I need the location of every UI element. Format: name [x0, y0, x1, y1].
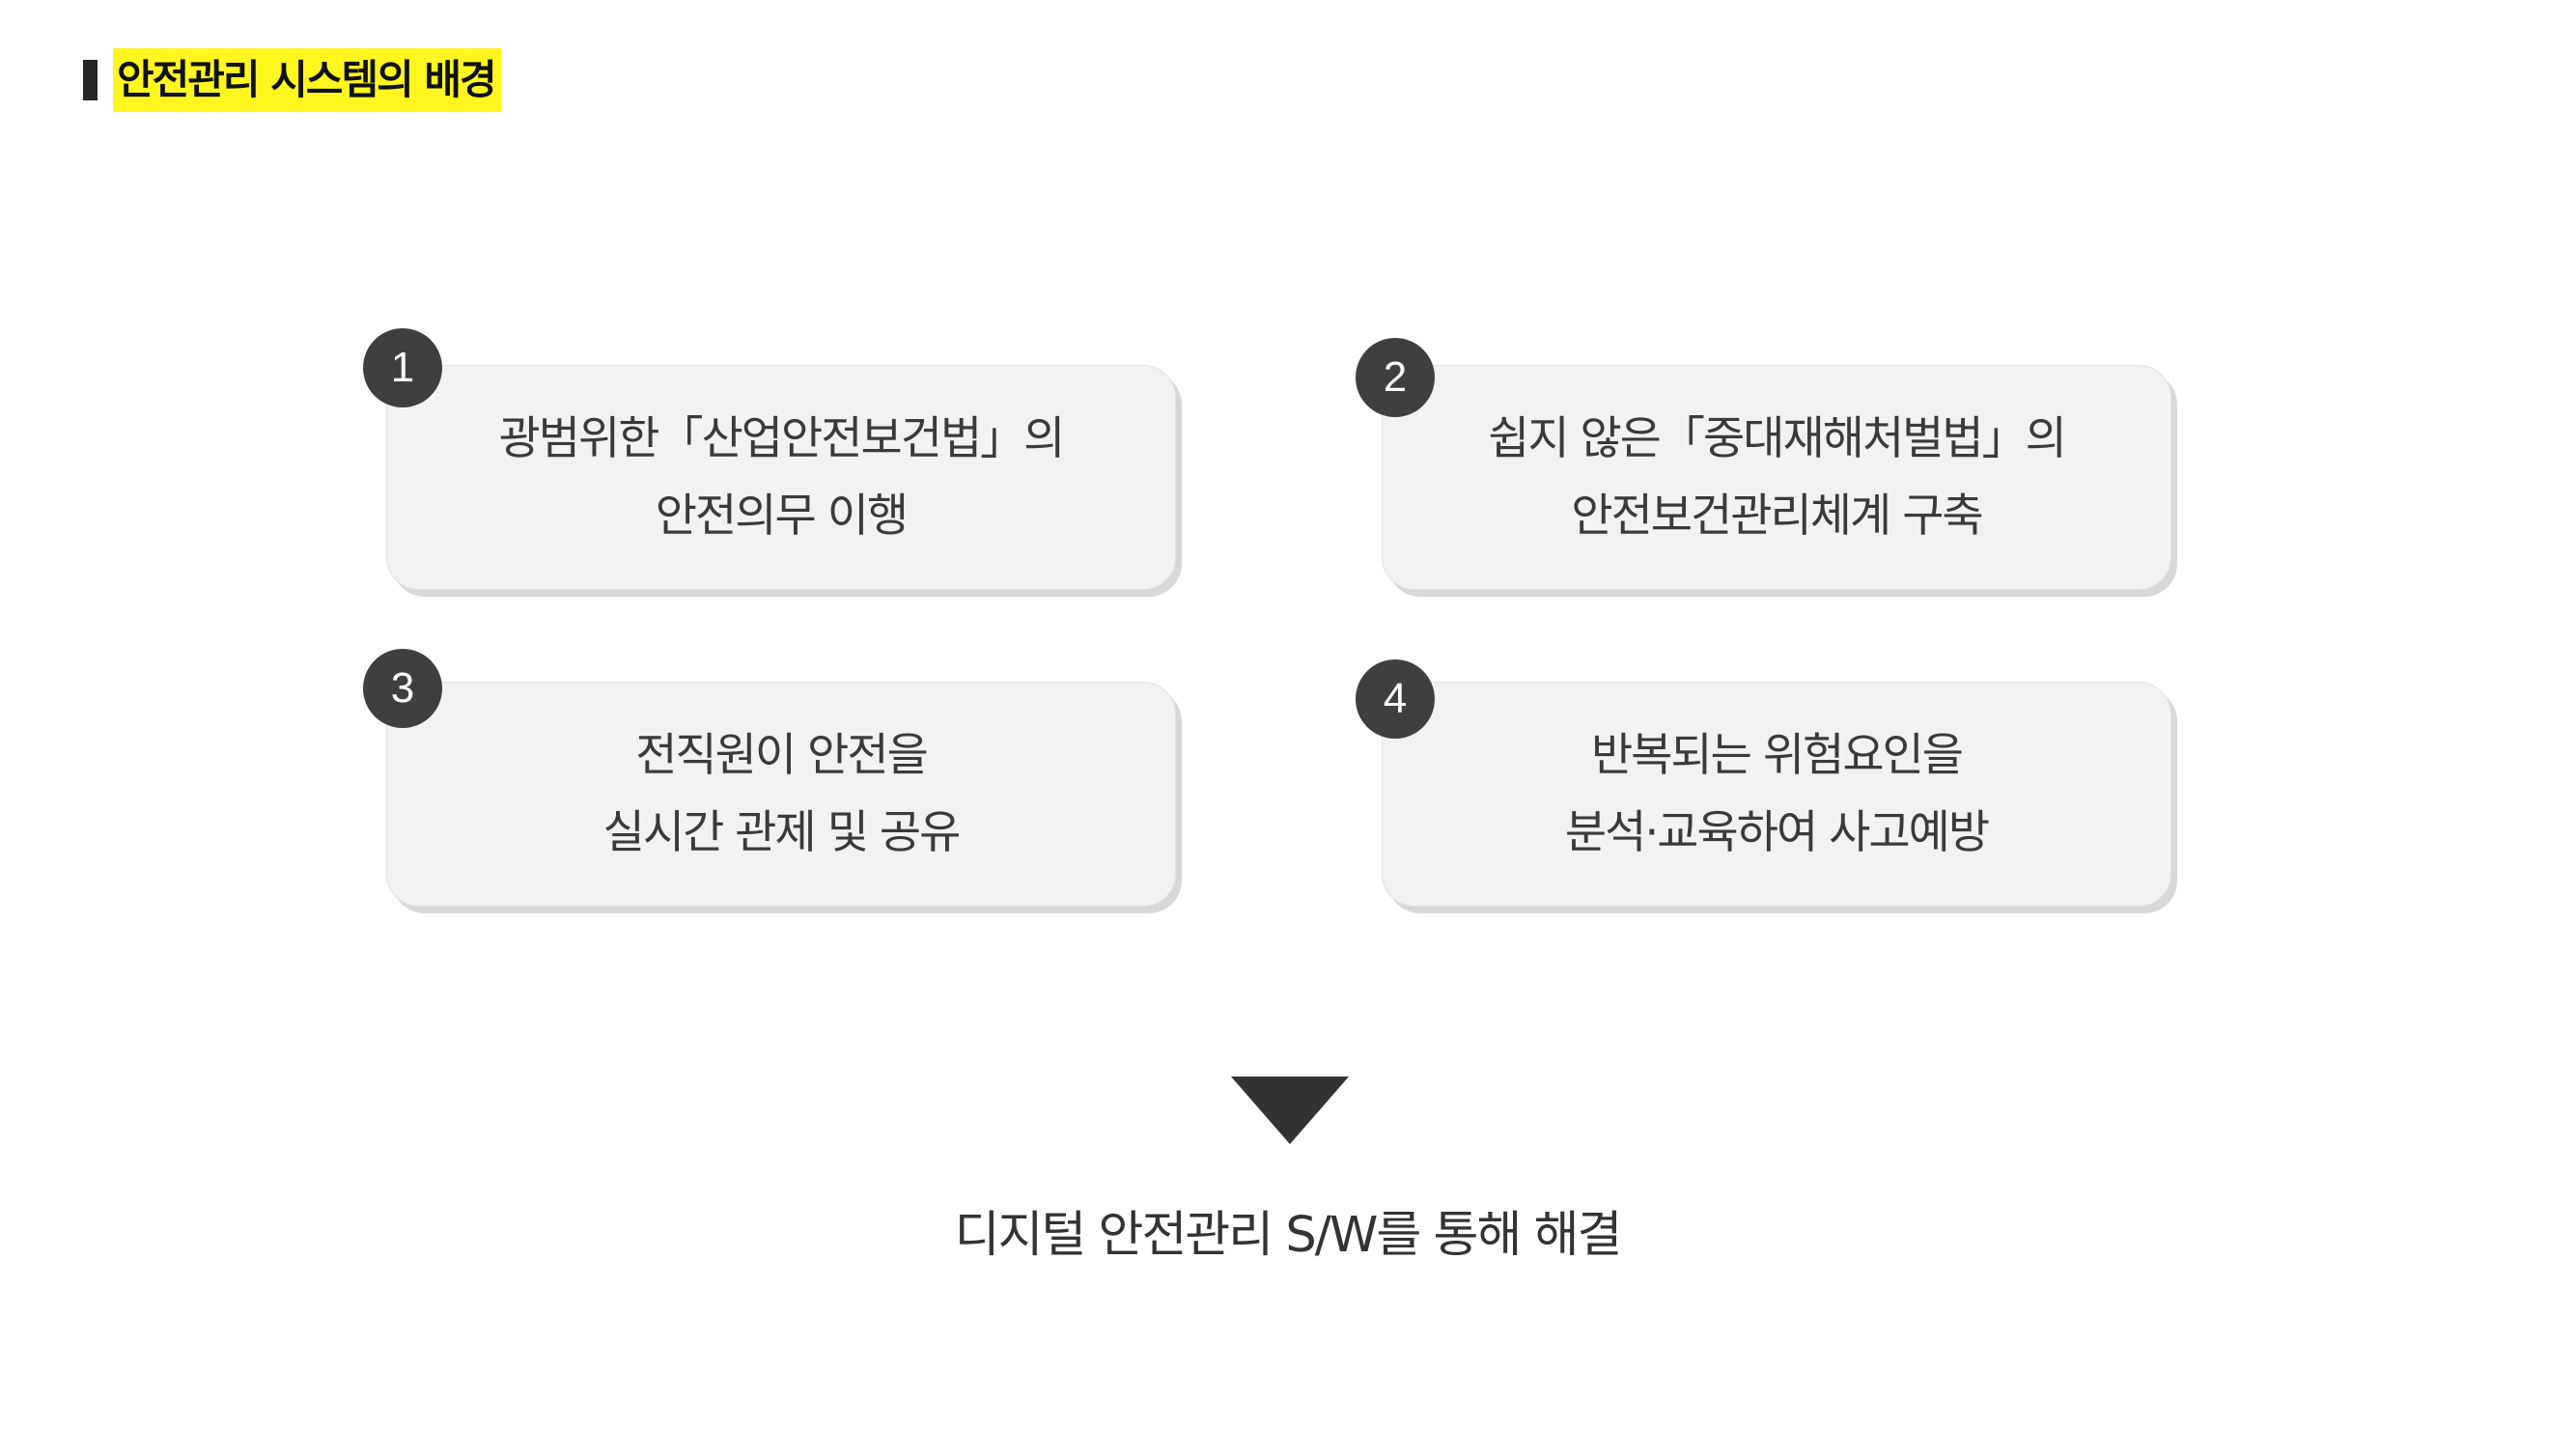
background-card-1: 광범위한「산업안전보건법」의 안전의무 이행 — [386, 365, 1176, 590]
background-card-2: 쉽지 않은「중대재해처벌법」의 안전보건관리체계 구축 — [1382, 365, 2171, 590]
card-4-line-2: 분석·교육하여 사고예방 — [1564, 805, 1990, 859]
title-accent-bar — [83, 60, 98, 100]
card-3-line-1: 전직원이 안전을 — [635, 728, 929, 782]
background-card-3: 전직원이 안전을 실시간 관제 및 공유 — [386, 682, 1176, 907]
number-badge-1: 1 — [363, 328, 442, 407]
conclusion-text: 디지털 안전관리 S/W를 통해 해결 — [954, 1207, 1623, 1264]
card-4-line-1: 반복되는 위험요인을 — [1590, 728, 1964, 782]
number-badge-3: 3 — [363, 649, 442, 728]
page-title: 안전관리 시스템의 배경 — [113, 48, 501, 112]
number-badge-4: 4 — [1356, 659, 1435, 739]
card-3-line-2: 실시간 관제 및 공유 — [602, 805, 962, 859]
card-1-line-1: 광범위한「산업안전보건법」의 — [498, 411, 1066, 465]
background-card-4: 반복되는 위험요인을 분석·교육하여 사고예방 — [1382, 682, 2171, 907]
number-badge-2: 2 — [1356, 338, 1435, 417]
card-2-line-2: 안전보건관리체계 구축 — [1571, 489, 1983, 543]
card-2-line-1: 쉽지 않은「중대재해처벌법」의 — [1488, 411, 2067, 465]
card-1-line-2: 안전의무 이행 — [655, 489, 909, 543]
down-triangle-icon — [1231, 1077, 1349, 1144]
